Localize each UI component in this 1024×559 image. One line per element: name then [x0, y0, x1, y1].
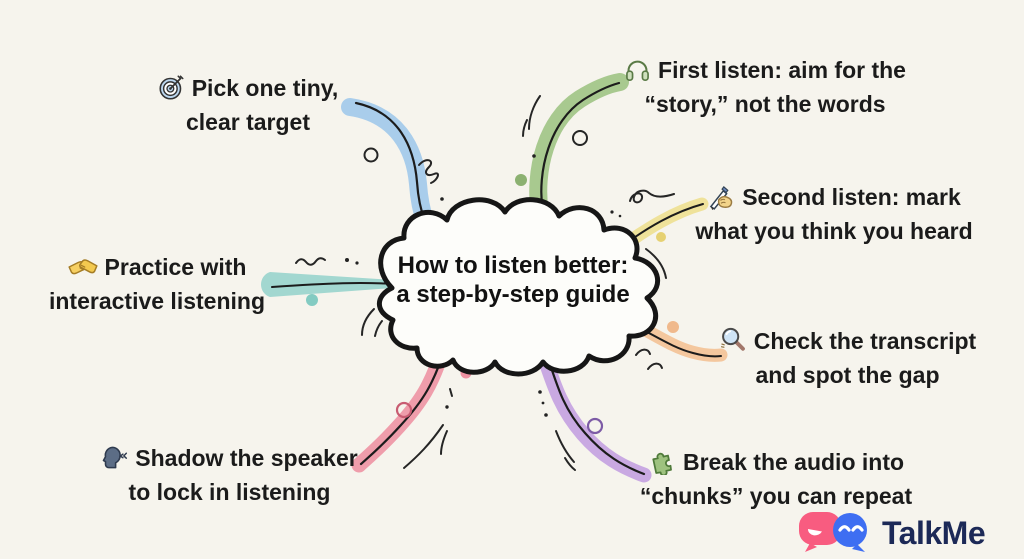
node-check-transcript: Check the transcript and spot the gap	[700, 326, 995, 390]
central-topic-line-1: How to listen better:	[397, 252, 629, 279]
node-text-line-1: Second listen: mark	[742, 184, 961, 210]
branch-shadow-speaker	[351, 341, 451, 473]
node-text-line-2: interactive listening	[48, 288, 265, 314]
target-icon	[158, 74, 185, 108]
node-text-line-2: clear target	[185, 109, 310, 135]
headphones-icon	[624, 56, 651, 90]
node-shadow-speaker: Shadow the speaker to lock in listening	[82, 444, 377, 507]
doodles-teal	[295, 257, 383, 337]
branch-practice-interactive	[261, 272, 395, 297]
node-line: Shadow the speaker	[82, 444, 377, 478]
node-text-line-1: Shadow the speaker	[135, 445, 358, 471]
talkme-logo-text: TalkMe	[882, 515, 986, 551]
node-line: Second listen: mark	[688, 183, 980, 217]
talkme-logo: TalkMe	[797, 509, 986, 558]
puzzle-icon	[648, 447, 676, 482]
handshake-icon	[67, 254, 98, 287]
node-text-line-1: Break the audio into	[682, 449, 905, 475]
node-text-line-2: to lock in listening	[128, 479, 331, 505]
doodles-blue	[363, 147, 444, 201]
node-first-listen: First listen: aim for the “story,” not t…	[615, 56, 915, 119]
node-text-line-1: Practice with	[104, 254, 247, 280]
branch-break-chunks	[533, 339, 652, 483]
node-practice-interactive: Practice with interactive listening	[18, 253, 296, 316]
node-break-chunks: Break the audio into “chunks” you can re…	[628, 447, 924, 511]
talkme-logo-icon	[797, 509, 873, 558]
central-topic-line-2: a step-by-step guide	[396, 281, 630, 308]
central-topic: How to listen better: a step-by-step gui…	[382, 251, 644, 309]
node-line: Check the transcript	[700, 326, 995, 361]
node-text-line-2: what you think you heard	[695, 218, 973, 244]
branch-first-listen	[529, 73, 629, 223]
node-text-line-1: Pick one tiny,	[191, 75, 339, 101]
writing-hand-icon	[707, 183, 735, 217]
speaking-head-icon	[101, 444, 128, 478]
node-text-line-2: “story,” not the words	[644, 91, 886, 117]
node-line: Pick one tiny,	[118, 74, 378, 108]
node-text-line-1: First listen: aim for the	[658, 57, 906, 83]
node-second-listen: Second listen: mark what you think you h…	[688, 183, 980, 246]
doodles-purple	[538, 390, 604, 471]
node-text-line-1: Check the transcript	[753, 328, 977, 354]
magnifier-icon	[719, 326, 747, 361]
center-cloud	[376, 197, 660, 377]
node-line: Break the audio into	[628, 447, 924, 482]
node-text-line-2: and spot the gap	[755, 362, 940, 388]
node-pick-target: Pick one tiny, clear target	[118, 74, 378, 137]
node-text-line-2: “chunks” you can repeat	[639, 483, 913, 509]
node-line: First listen: aim for the	[615, 56, 915, 90]
node-line: Practice with	[18, 253, 296, 287]
doodles-green	[515, 95, 588, 186]
